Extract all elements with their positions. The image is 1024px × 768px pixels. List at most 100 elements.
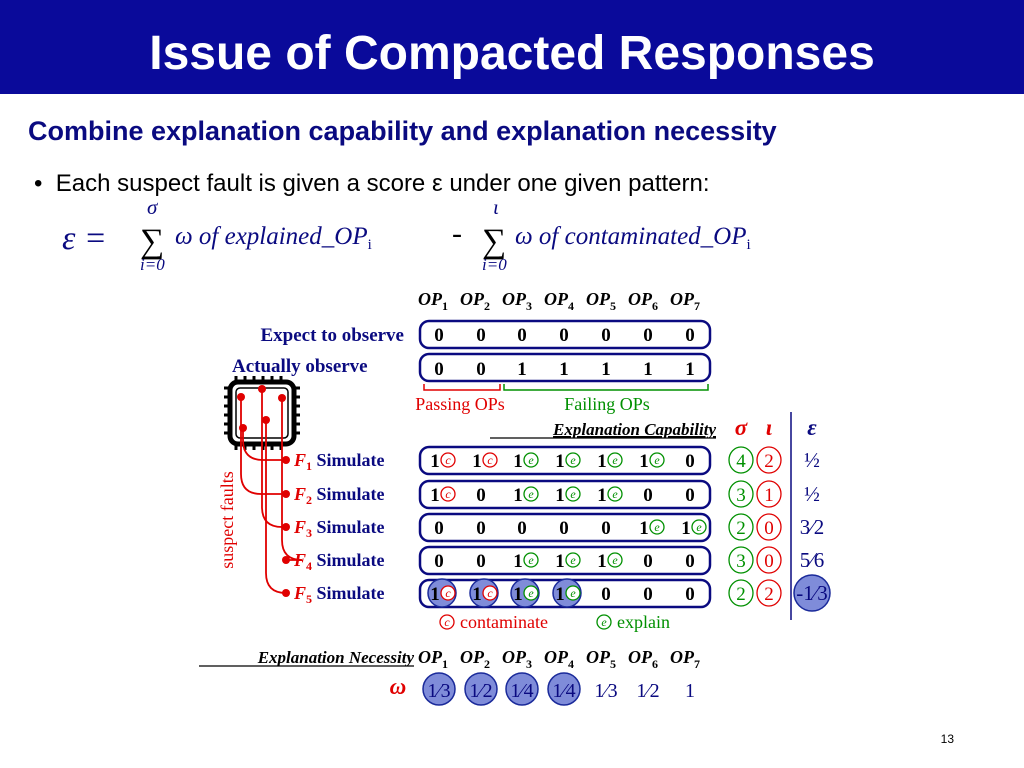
op-header-3: OP3 [502, 289, 532, 313]
fault-row-box [418, 445, 712, 476]
omega-value: 1⁄2 [636, 680, 659, 702]
actual-value: 0 [476, 359, 486, 380]
fault-value: 1 [639, 518, 649, 539]
explain-mark [607, 486, 623, 502]
formula-minus: - [452, 217, 462, 250]
explain-mark [523, 486, 539, 502]
fault-connector [242, 428, 286, 461]
fault-value: 1 [472, 584, 482, 605]
iota-circle [756, 579, 782, 607]
contaminate-mark-text: c [445, 487, 451, 501]
omega-value: 1⁄3 [594, 680, 617, 702]
fault-value: 0 [559, 518, 569, 539]
fault-label-F5: F5 Simulate [293, 583, 385, 606]
fault-bullet-dot [282, 556, 290, 564]
omega-value: 1⁄4 [552, 680, 575, 702]
explain-mark-text: e [612, 553, 618, 567]
omega-value: 1⁄2 [469, 680, 492, 702]
legend-explain-label: explain [617, 612, 670, 632]
epsilon-value: 3⁄2 [800, 515, 825, 539]
sigma-circle [728, 480, 754, 508]
omega-value: 1⁄4 [510, 680, 533, 702]
explain-mark [565, 452, 581, 468]
omega-highlight-circle [422, 672, 456, 706]
fault-label-F4: F4 Simulate [293, 550, 385, 573]
epsilon-value: 5⁄6 [800, 548, 825, 572]
explain-mark-text: e [570, 553, 576, 567]
fault-bullet-dot [282, 523, 290, 531]
fault-value: 1 [597, 551, 607, 572]
actual-value: 1 [601, 359, 611, 380]
omega-highlight-circle [547, 672, 581, 706]
sigma-circle [728, 446, 754, 474]
legend-explain-symbol: e [601, 615, 607, 629]
fault-value: 0 [476, 518, 486, 539]
fault-value: 1 [555, 584, 565, 605]
fault-label-F3: F3 Simulate [293, 517, 385, 540]
legend-contaminate-symbol: c [444, 615, 450, 629]
explain-mark [691, 519, 707, 535]
contaminate-mark-text: c [445, 453, 451, 467]
op-footer-6: OP6 [628, 647, 658, 671]
fault-value: 1 [555, 485, 565, 506]
contaminate-mark-text: c [487, 586, 493, 600]
omega-value: 1⁄3 [427, 680, 450, 702]
explain-mark-text: e [528, 553, 534, 567]
fault-row-box [418, 512, 712, 543]
actual-value: 1 [559, 359, 569, 380]
fault-label-F1: F1 Simulate [293, 450, 385, 473]
fault-value: 0 [434, 518, 444, 539]
explain-mark [565, 486, 581, 502]
fault-value: 1 [555, 451, 565, 472]
contaminate-mark-text: c [487, 453, 493, 467]
fault-value: 1 [430, 485, 440, 506]
omega-highlight-circle [505, 672, 539, 706]
sigma-value: 3 [736, 551, 746, 572]
explain-mark [565, 585, 581, 601]
iota-value: 0 [764, 518, 774, 539]
explain-mark-text: e [696, 520, 702, 534]
explain-mark [523, 452, 539, 468]
fault-value: 0 [476, 485, 486, 506]
op-header-7: OP7 [670, 289, 700, 313]
fault-bullet-dot [282, 490, 290, 498]
iota-circle [756, 446, 782, 474]
slide-title: Issue of Compacted Responses [149, 27, 875, 80]
op-header-6: OP6 [628, 289, 658, 313]
fault-site-dot [262, 416, 270, 424]
fault-value: 0 [685, 451, 695, 472]
fault-value: 1 [639, 451, 649, 472]
legend-explain-icon [596, 614, 612, 630]
explain-mark [523, 585, 539, 601]
sigma-value: 2 [736, 518, 746, 539]
iota-column-head: ι [766, 415, 773, 440]
fault-value: 1 [513, 451, 523, 472]
fault-connector [240, 397, 286, 495]
explain-mark-text: e [570, 487, 576, 501]
contaminate-mark [482, 452, 498, 468]
sum-lower-limit-1: i=0 [140, 255, 165, 274]
formula-term-contaminated: ω of contaminated_OPi [515, 223, 751, 253]
contaminate-mark [440, 486, 456, 502]
explain-mark-text: e [570, 453, 576, 467]
epsilon-value: ½ [804, 448, 820, 472]
sigma-value: 2 [736, 584, 746, 605]
slide-subtitle: Combine explanation capability and expla… [28, 116, 777, 146]
fault-value: 0 [476, 551, 486, 572]
op-footer-1: OP1 [418, 647, 448, 671]
fault-row-box [418, 479, 712, 510]
fault-value: 0 [434, 551, 444, 572]
failing-bracket [503, 384, 709, 391]
explain-mark [649, 452, 665, 468]
expect-label: Expect to observe [260, 325, 404, 346]
fault-value: 1 [513, 551, 523, 572]
passing-bracket [423, 384, 501, 391]
explain-mark [607, 452, 623, 468]
fault-value: 1 [430, 584, 440, 605]
expect-value: 0 [685, 325, 695, 346]
fault-value: 0 [685, 584, 695, 605]
fault-bullet-dot [282, 589, 290, 597]
explain-mark-text: e [612, 453, 618, 467]
expect-value: 0 [476, 325, 486, 346]
fault-value: 1 [555, 551, 565, 572]
